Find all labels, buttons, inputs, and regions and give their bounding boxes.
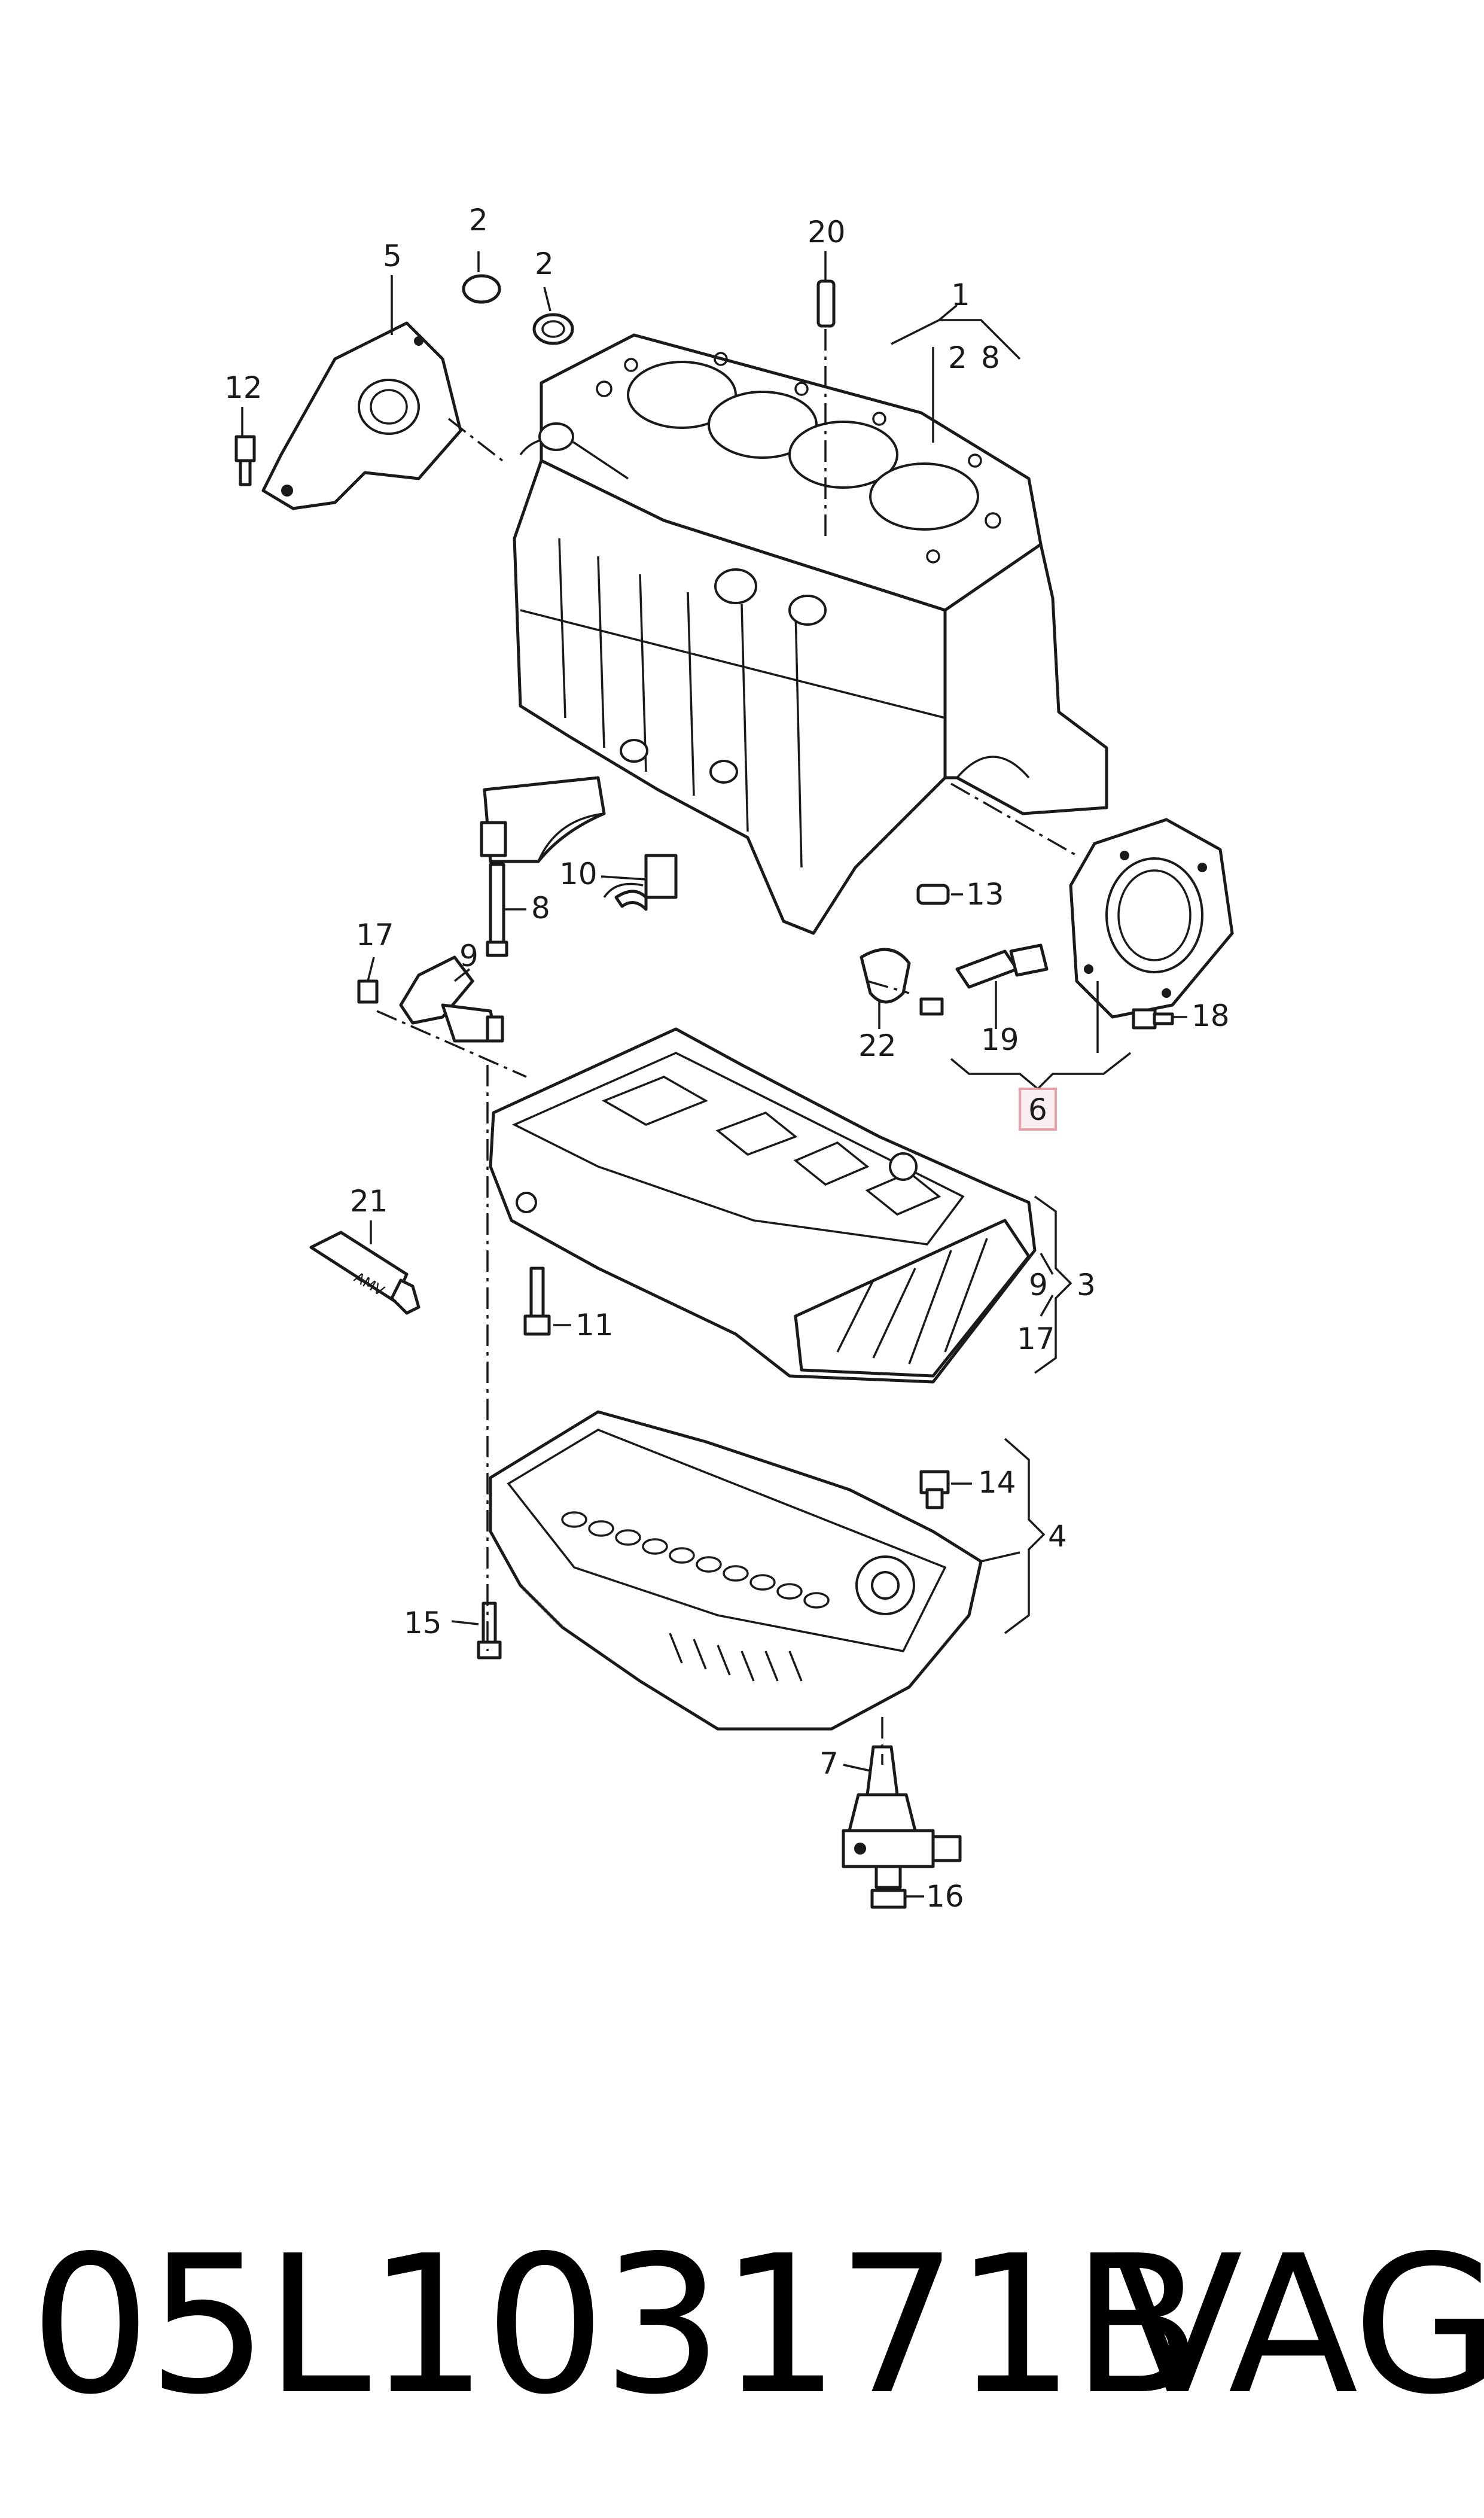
bolt-11: [523, 1266, 551, 1336]
callout-22: 22: [858, 1028, 897, 1063]
callout-7: 7: [819, 1746, 839, 1781]
callout-12: 12: [224, 370, 263, 405]
cylinder-block: [513, 333, 1108, 935]
part-number: 05L103171B: [30, 2215, 1202, 2436]
speed-sensor: [919, 943, 1049, 1016]
callout-19: 19: [981, 1022, 1019, 1057]
callout-2-bracket: 2: [948, 340, 967, 375]
callout-4: 4: [1048, 1519, 1067, 1554]
callout-labels: 1 2 8 2 2 5 12 20 10 13 8 17 9 22 19 18 …: [224, 203, 1230, 1914]
callout-20: 20: [807, 215, 846, 249]
callout-14: 14: [978, 1465, 1016, 1500]
oil-spray-jet: [603, 854, 678, 911]
highlight-box: [1019, 1088, 1057, 1131]
callout-9-top: 9: [459, 939, 479, 973]
callout-13: 13: [966, 877, 1004, 912]
oil-pan: [489, 1410, 983, 1731]
callout-8-cap: 8: [531, 891, 550, 925]
front-seal-flange: [234, 321, 462, 510]
assembly-axis-lines: [376, 329, 1077, 1765]
callout-1: 1: [951, 278, 970, 312]
callout-10: 10: [559, 857, 598, 891]
callout-15: 15: [404, 1606, 442, 1640]
dowel-pin: [816, 279, 836, 328]
brand-name: VAG: [1113, 2215, 1484, 2436]
callout-6-highlight: 6: [1019, 1088, 1057, 1131]
dowel-13: [916, 884, 950, 905]
callout-17-bracket: 17: [1017, 1322, 1055, 1356]
callout-11: 11: [575, 1308, 614, 1342]
callout-8-bracket: 8: [981, 340, 1000, 375]
callout-3: 3: [1077, 1268, 1096, 1302]
callout-2-plug: 2: [469, 203, 488, 238]
cap-22: [860, 948, 911, 1004]
callout-5: 5: [383, 239, 402, 273]
callout-18: 18: [1192, 998, 1230, 1033]
core-plugs: [462, 274, 574, 345]
bolt-18: [1132, 1008, 1174, 1030]
oil-level-sensor: [842, 1745, 962, 1909]
callout-6: 6: [1028, 1092, 1047, 1127]
lower-crankcase: [489, 1027, 1037, 1384]
callout-16: 16: [926, 1879, 964, 1914]
callout-17-top: 17: [356, 918, 394, 952]
rear-seal-flange: [1069, 818, 1234, 1019]
bolt-14: [919, 1470, 950, 1509]
callout-9-bracket: 9: [1029, 1268, 1048, 1302]
oil-pressure-valve: [357, 955, 504, 1043]
sealant-tube: AMV: [309, 1231, 420, 1315]
bolt-15: [477, 1601, 502, 1660]
callout-21: 21: [350, 1184, 388, 1219]
callout-2-seal: 2: [535, 246, 554, 281]
main-bearing-cap: [480, 776, 606, 957]
